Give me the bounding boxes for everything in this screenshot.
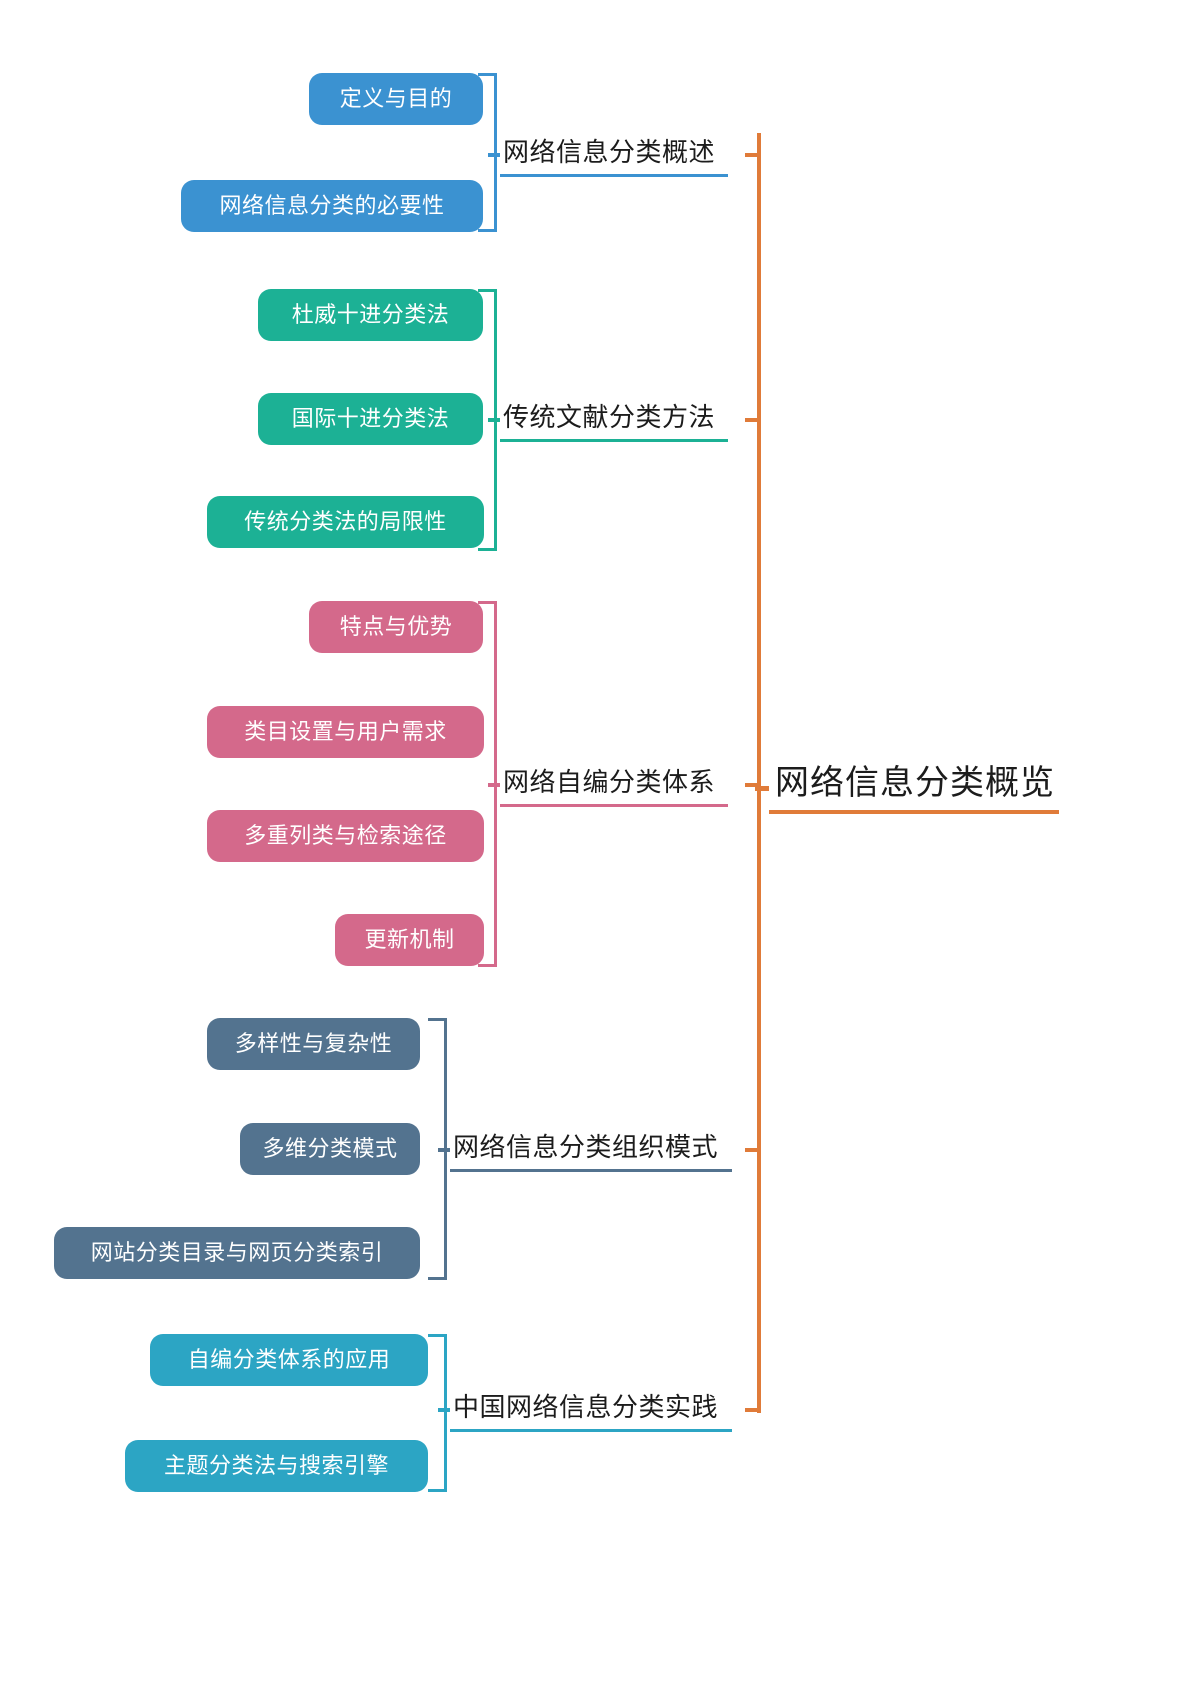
root-tick-3	[745, 783, 759, 787]
bracket-arm-5-bottom	[428, 1489, 447, 1492]
leaf-label: 网站分类目录与网页分类索引	[90, 1240, 384, 1265]
leaf-label: 定义与目的	[339, 86, 453, 111]
leaf-label: 自编分类体系的应用	[187, 1347, 391, 1372]
bracket-arm-5-top	[428, 1334, 447, 1337]
leaf-label: 多重列类与检索途径	[244, 823, 447, 848]
root-underline	[769, 810, 1059, 814]
root-node[interactable]: 网络信息分类概览	[755, 762, 1059, 814]
branch-5-label: 中国网络信息分类实践	[453, 1392, 719, 1422]
branch-4[interactable]: 网络信息分类组织模式	[438, 1128, 732, 1172]
root-tick-1	[745, 153, 759, 157]
branch-3-underline	[500, 804, 728, 807]
branch-2-underline	[500, 439, 728, 442]
bracket-arm-3-bottom	[478, 964, 497, 967]
branch-2[interactable]: 传统文献分类方法	[488, 398, 728, 442]
leaf-label: 主题分类法与搜索引擎	[163, 1453, 389, 1478]
leaf-node[interactable]: 主题分类法与搜索引擎	[125, 1440, 428, 1492]
leaf-node[interactable]: 网络信息分类的必要性	[181, 180, 483, 232]
leaf-node[interactable]: 特点与优势	[309, 601, 483, 653]
root-tick-5	[745, 1408, 759, 1412]
leaf-node[interactable]: 类目设置与用户需求	[207, 706, 484, 758]
leaf-node[interactable]: 多重列类与检索途径	[207, 810, 484, 862]
leaf-node[interactable]: 多样性与复杂性	[207, 1018, 420, 1070]
leaf-label: 类目设置与用户需求	[244, 719, 447, 744]
branch-2-stub	[488, 418, 500, 422]
leaf-node[interactable]: 定义与目的	[309, 73, 483, 125]
leaf-label: 更新机制	[364, 927, 455, 952]
leaf-node[interactable]: 网站分类目录与网页分类索引	[54, 1227, 420, 1279]
leaf-node[interactable]: 多维分类模式	[240, 1123, 420, 1175]
bracket-arm-2-bottom	[478, 548, 497, 551]
root-tick-4	[745, 1148, 759, 1152]
branch-4-underline	[450, 1169, 732, 1172]
branch-1[interactable]: 网络信息分类概述	[488, 133, 728, 177]
leaf-label: 杜威十进分类法	[291, 302, 450, 327]
branch-4-stub	[438, 1148, 450, 1152]
branch-1-underline	[500, 174, 728, 177]
branch-3-stub	[488, 783, 500, 787]
leaf-label: 传统分类法的局限性	[244, 509, 447, 534]
root-label: 网络信息分类概览	[775, 764, 1055, 802]
bracket-spine-5	[444, 1334, 447, 1492]
branch-1-stub	[488, 153, 500, 157]
branch-3-label: 网络自编分类体系	[503, 767, 716, 797]
branch-5-underline	[450, 1429, 732, 1432]
bracket-arm-3-top	[478, 601, 497, 604]
bracket-arm-4-bottom	[428, 1277, 447, 1280]
root-connector-stub	[755, 785, 769, 791]
leaf-node[interactable]: 更新机制	[335, 914, 484, 966]
leaf-node[interactable]: 杜威十进分类法	[258, 289, 483, 341]
branch-2-label: 传统文献分类方法	[503, 402, 716, 432]
bracket-arm-1-bottom	[478, 229, 497, 232]
branch-4-label: 网络信息分类组织模式	[453, 1132, 719, 1162]
leaf-label: 特点与优势	[339, 614, 453, 639]
bracket-arm-4-top	[428, 1018, 447, 1021]
bracket-spine-1	[494, 73, 497, 232]
leaf-label: 多样性与复杂性	[234, 1031, 393, 1056]
root-tick-2	[745, 418, 759, 422]
bracket-arm-1-top	[478, 73, 497, 76]
branch-1-label: 网络信息分类概述	[503, 137, 716, 167]
leaf-label: 网络信息分类的必要性	[219, 193, 445, 218]
leaf-label: 国际十进分类法	[291, 406, 450, 431]
bracket-arm-2-top	[478, 289, 497, 292]
root-spine	[757, 133, 761, 1413]
leaf-node[interactable]: 传统分类法的局限性	[207, 496, 484, 548]
branch-5-stub	[438, 1408, 450, 1412]
branch-5[interactable]: 中国网络信息分类实践	[438, 1388, 732, 1432]
branch-3[interactable]: 网络自编分类体系	[488, 763, 728, 807]
leaf-node[interactable]: 国际十进分类法	[258, 393, 483, 445]
leaf-node[interactable]: 自编分类体系的应用	[150, 1334, 428, 1386]
leaf-label: 多维分类模式	[262, 1136, 398, 1161]
